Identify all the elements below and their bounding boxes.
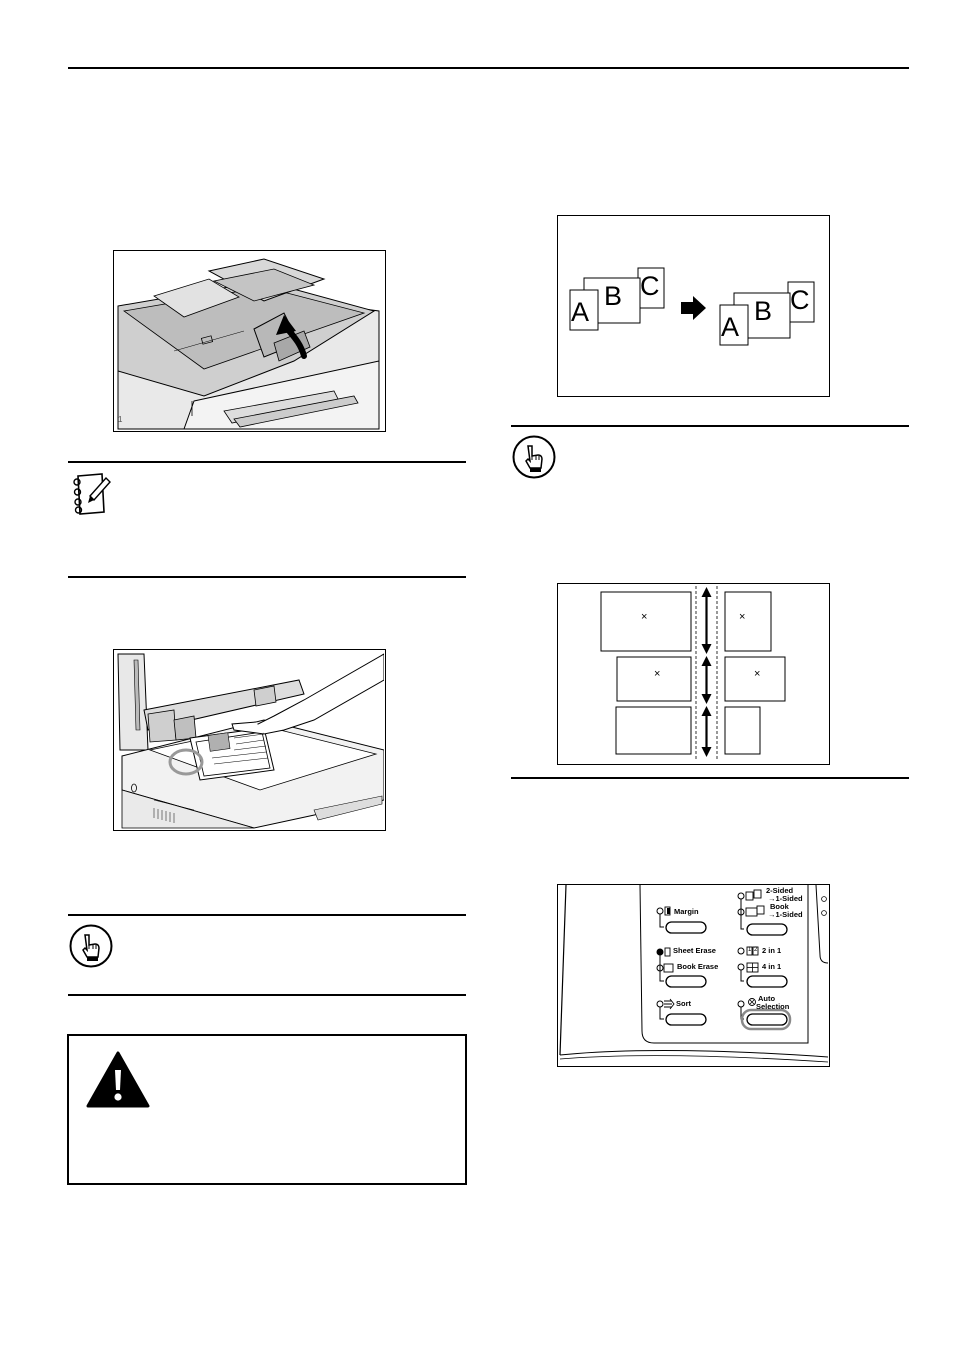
figure-margin-layouts: × × × × bbox=[557, 583, 830, 765]
letter-a-right: A bbox=[721, 312, 740, 342]
header-rule bbox=[68, 67, 909, 69]
memo-rule-bottom bbox=[68, 576, 466, 578]
two-sided-label: 2-Sided bbox=[766, 886, 794, 895]
auto-selection-label-2: Selection bbox=[756, 1002, 790, 1011]
book-label-2: →1-Sided bbox=[768, 910, 803, 919]
four-in-one-label: 4 in 1 bbox=[762, 962, 782, 971]
sort-label: Sort bbox=[676, 999, 691, 1008]
caution-triangle-icon bbox=[85, 1050, 151, 1110]
important-rule-bottom bbox=[68, 994, 466, 996]
center-mark: × bbox=[754, 668, 761, 680]
cell-number: 1 bbox=[748, 947, 752, 953]
figure-document-processor: 1 bbox=[113, 250, 386, 432]
figure-operation-panel: Margin 2-Sided →1-Sided Book →1-Sided Sh… bbox=[557, 884, 830, 1067]
pointing-hand-icon bbox=[511, 434, 557, 480]
important-rule-right-top bbox=[511, 425, 909, 427]
figure-platen-original bbox=[113, 649, 386, 831]
two-in-one-label: 2 in 1 bbox=[762, 946, 782, 955]
book-erase-label: Book Erase bbox=[677, 962, 719, 971]
notepad-icon bbox=[68, 470, 116, 518]
letter-a-left: A bbox=[571, 297, 590, 327]
important-rule-top bbox=[68, 914, 466, 916]
letter-c-right: C bbox=[790, 285, 810, 315]
letter-b-right: B bbox=[754, 296, 773, 326]
margin-label: Margin bbox=[674, 907, 699, 916]
section-rule-right bbox=[511, 777, 909, 779]
figure-code: 1 bbox=[118, 415, 123, 424]
center-mark: × bbox=[641, 611, 648, 623]
book-label: Book bbox=[770, 902, 789, 911]
sheet-erase-label: Sheet Erase bbox=[673, 946, 716, 955]
center-mark: × bbox=[654, 668, 661, 680]
cell-number: 2 bbox=[754, 947, 758, 953]
figure-image-shift: A B C A B C bbox=[557, 215, 830, 397]
letter-c-left: C bbox=[640, 271, 660, 301]
caution-box bbox=[67, 1034, 467, 1185]
two-sided-label-2: →1-Sided bbox=[768, 894, 803, 903]
pointing-hand-icon bbox=[68, 923, 114, 969]
memo-rule-top bbox=[68, 461, 466, 463]
letter-b-left: B bbox=[604, 281, 623, 311]
center-mark: × bbox=[739, 611, 746, 623]
auto-selection-label: Auto bbox=[758, 994, 776, 1003]
